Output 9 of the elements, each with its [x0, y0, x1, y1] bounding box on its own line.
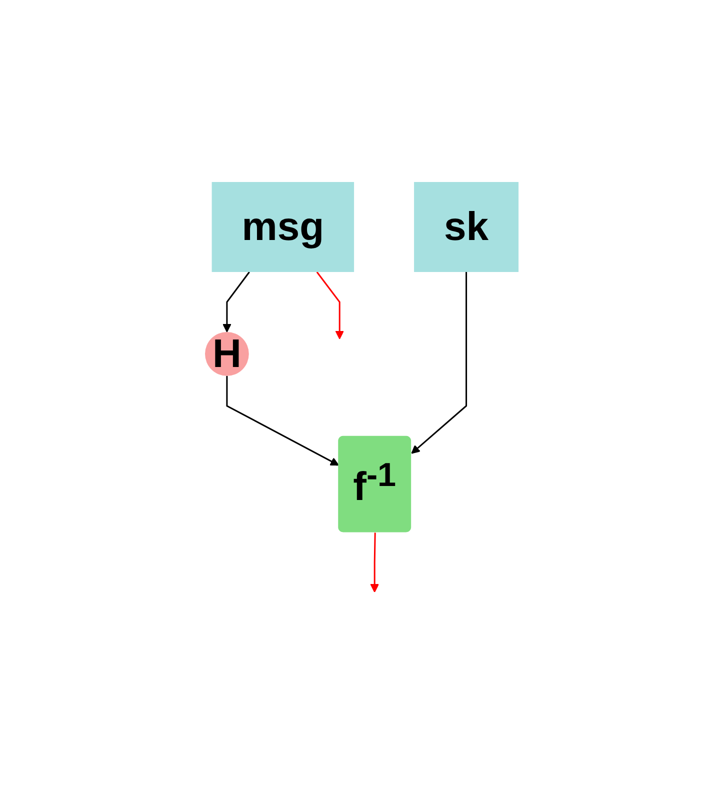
- arrow: [226, 376, 339, 466]
- arrow: [222, 271, 250, 332]
- node-box: f$^{-1}$: [338, 436, 411, 532]
- arrow: [410, 272, 467, 454]
- node-box: msg: [212, 182, 354, 272]
- node-circle: H: [204, 332, 249, 376]
- arrow: [370, 532, 379, 592]
- arrow: [316, 271, 344, 340]
- node-box: sk: [414, 182, 518, 272]
